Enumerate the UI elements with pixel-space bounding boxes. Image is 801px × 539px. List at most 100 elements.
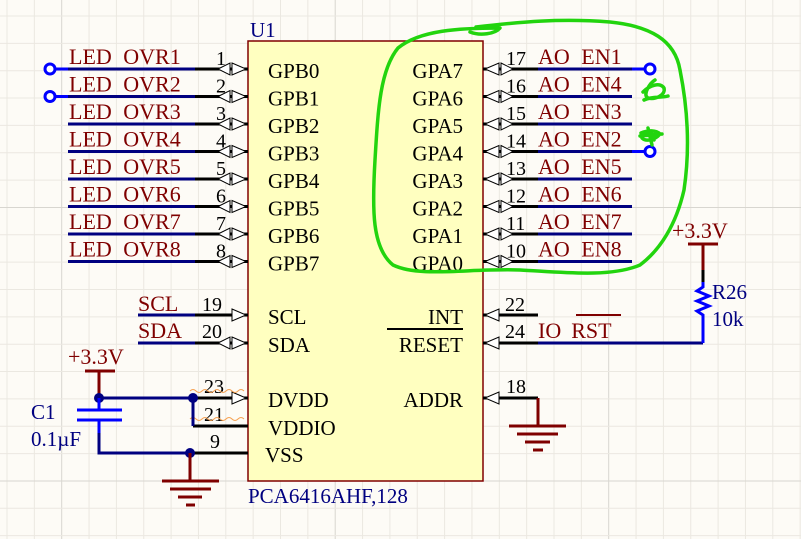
- pin-name: VSS: [265, 443, 304, 467]
- component-designator: U1: [250, 18, 276, 42]
- net-label: AO EN1: [538, 44, 622, 69]
- net-label-sda: SDA: [138, 318, 182, 343]
- net-label: AO EN8: [538, 237, 622, 262]
- net-label: LED OVR5: [69, 154, 181, 179]
- pin-number: 7: [216, 213, 226, 235]
- pin-name: GPB4: [268, 169, 320, 193]
- pin-name: ADDR: [403, 388, 463, 412]
- pin-number: 1: [216, 48, 226, 70]
- port-terminal-icon[interactable]: [643, 145, 657, 158]
- power-label-right: +3.3V: [672, 218, 728, 243]
- net-label: AO EN2: [538, 127, 622, 152]
- junction-dot: [188, 393, 198, 403]
- pin-name: GPB6: [268, 224, 319, 248]
- net-label: LED OVR6: [69, 182, 181, 207]
- ground-symbol-addr: [509, 398, 566, 452]
- pin-number: 15: [506, 103, 526, 125]
- pin-number: 11: [506, 213, 525, 235]
- pin-name: GPA7: [412, 59, 463, 83]
- pin-number: 24: [505, 321, 525, 343]
- net-label: AO EN4: [538, 72, 622, 97]
- capacitor-c1[interactable]: +3.3V C1 0.1µF: [31, 344, 198, 458]
- pin-number: 4: [216, 131, 226, 153]
- capacitor-value: 0.1µF: [31, 427, 81, 451]
- net-label: LED OVR2: [69, 72, 181, 97]
- pin-number: 8: [216, 241, 226, 263]
- pin-number: 17: [506, 48, 526, 70]
- pin-vss[interactable]: 9 VSS: [190, 431, 304, 467]
- net-label: LED OVR3: [69, 99, 181, 124]
- pin-name: GPA2: [412, 197, 463, 221]
- ground-symbol-vss: [162, 453, 219, 507]
- annotation-cross-en2: [638, 126, 664, 147]
- resistor-value: 10k: [712, 307, 744, 331]
- pin-number: 13: [506, 158, 526, 180]
- pin-name: RESET: [399, 333, 463, 357]
- net-label: AO EN6: [538, 182, 622, 207]
- net-label: AO EN3: [538, 99, 622, 124]
- net-label: LED OVR7: [69, 209, 181, 234]
- resistor-designator: R26: [712, 280, 747, 304]
- pin-vddio[interactable]: 21 VDDIO: [189, 404, 336, 440]
- pin-name: GPA6: [412, 87, 463, 111]
- pin-name: GPA3: [412, 169, 463, 193]
- pin-sda[interactable]: SDA 20 SDA: [138, 318, 311, 357]
- pin-number: 14: [506, 131, 526, 153]
- pin-number: 21: [204, 404, 224, 426]
- pin-number: 2: [216, 76, 226, 98]
- pin-number: 22: [505, 294, 525, 316]
- pin-dvdd[interactable]: 23 DVDD: [189, 376, 329, 412]
- pin-number: 16: [506, 76, 526, 98]
- resistor-r26[interactable]: +3.3V R26 10k: [672, 218, 747, 343]
- net-label: AO EN5: [538, 154, 622, 179]
- pin-name: GPB7: [268, 252, 319, 276]
- component-body-u1[interactable]: [247, 40, 484, 482]
- pin-name: GPB2: [268, 114, 319, 138]
- net-label: LED OVR8: [69, 237, 181, 262]
- port-terminal-icon[interactable]: [643, 62, 657, 76]
- capacitor-designator: C1: [31, 400, 56, 424]
- port-terminal-icon[interactable]: [43, 90, 57, 103]
- pin-number: 20: [202, 321, 222, 343]
- pin-name: VDDIO: [268, 416, 336, 440]
- net-label: AO EN7: [538, 209, 622, 234]
- pin-name: GPB0: [268, 59, 319, 83]
- pin-name: GPA1: [412, 224, 463, 248]
- pin-number: 19: [202, 294, 222, 316]
- pin-int[interactable]: 22 INT: [428, 294, 538, 329]
- pin-name: GPB3: [268, 142, 319, 166]
- pin-number: 3: [216, 103, 226, 125]
- port-terminal-icon[interactable]: [43, 62, 57, 76]
- power-label-left: +3.3V: [68, 344, 124, 369]
- pin-number: 10: [506, 241, 526, 263]
- annotation-circle: [371, 18, 690, 275]
- annotation-cross-en4: [641, 78, 670, 102]
- net-label: LED OVR4: [69, 127, 181, 152]
- component-part-number: PCA6416AHF,128: [248, 484, 408, 508]
- pin-name: DVDD: [268, 388, 329, 412]
- pin-scl[interactable]: SCL 19 SCL: [138, 291, 307, 329]
- pin-name: GPA5: [412, 114, 463, 138]
- pin-number: 9: [210, 431, 220, 453]
- pin-name: SDA: [268, 333, 311, 357]
- pin-addr[interactable]: 18 ADDR: [403, 376, 538, 412]
